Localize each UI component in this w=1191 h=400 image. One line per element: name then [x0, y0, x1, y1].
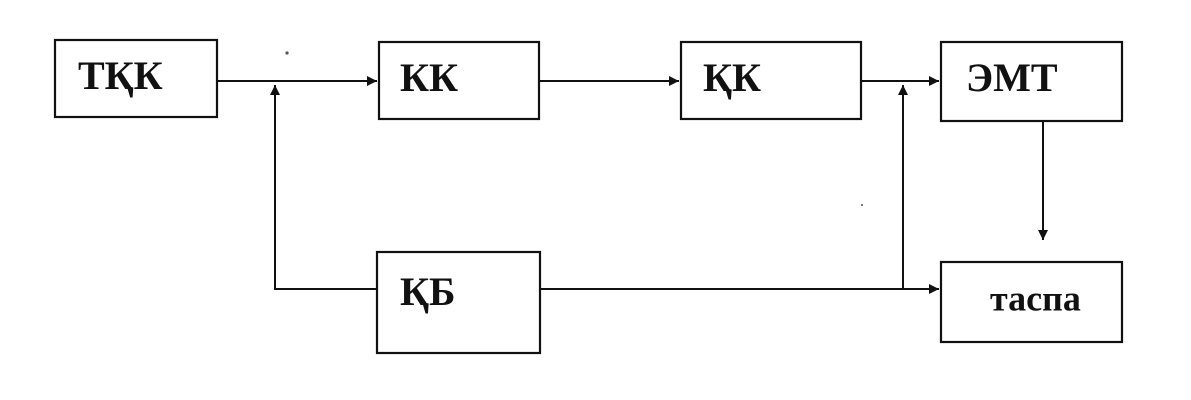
- node-qk-box: [679, 40, 863, 121]
- node-tkk-label: ТҚК: [78, 53, 163, 98]
- node-taspa-box: [939, 260, 1124, 344]
- feedback-qb-to-tkk-line: [270, 85, 377, 290]
- node-taspa-label: таспа: [990, 278, 1081, 318]
- node-kk-box: [377, 40, 541, 121]
- node-kk-label: КК: [400, 55, 458, 100]
- node-qk: ҚК: [679, 40, 863, 121]
- node-qb-label: ҚБ: [400, 269, 455, 314]
- node-qb-box: [375, 250, 542, 355]
- node-qk-label: ҚК: [703, 55, 761, 100]
- node-tkk: ТҚК: [53, 38, 219, 119]
- node-emt-box: [939, 40, 1124, 123]
- node-taspa: таспа: [939, 260, 1124, 344]
- scan-speck: [285, 51, 289, 55]
- node-emt: ЭМТ: [939, 40, 1124, 123]
- node-emt-label: ЭМТ: [966, 55, 1058, 100]
- scan-speck: [861, 204, 863, 206]
- node-tkk-box: [53, 38, 219, 119]
- node-qb: ҚБ: [375, 250, 542, 355]
- node-kk: КК: [377, 40, 541, 121]
